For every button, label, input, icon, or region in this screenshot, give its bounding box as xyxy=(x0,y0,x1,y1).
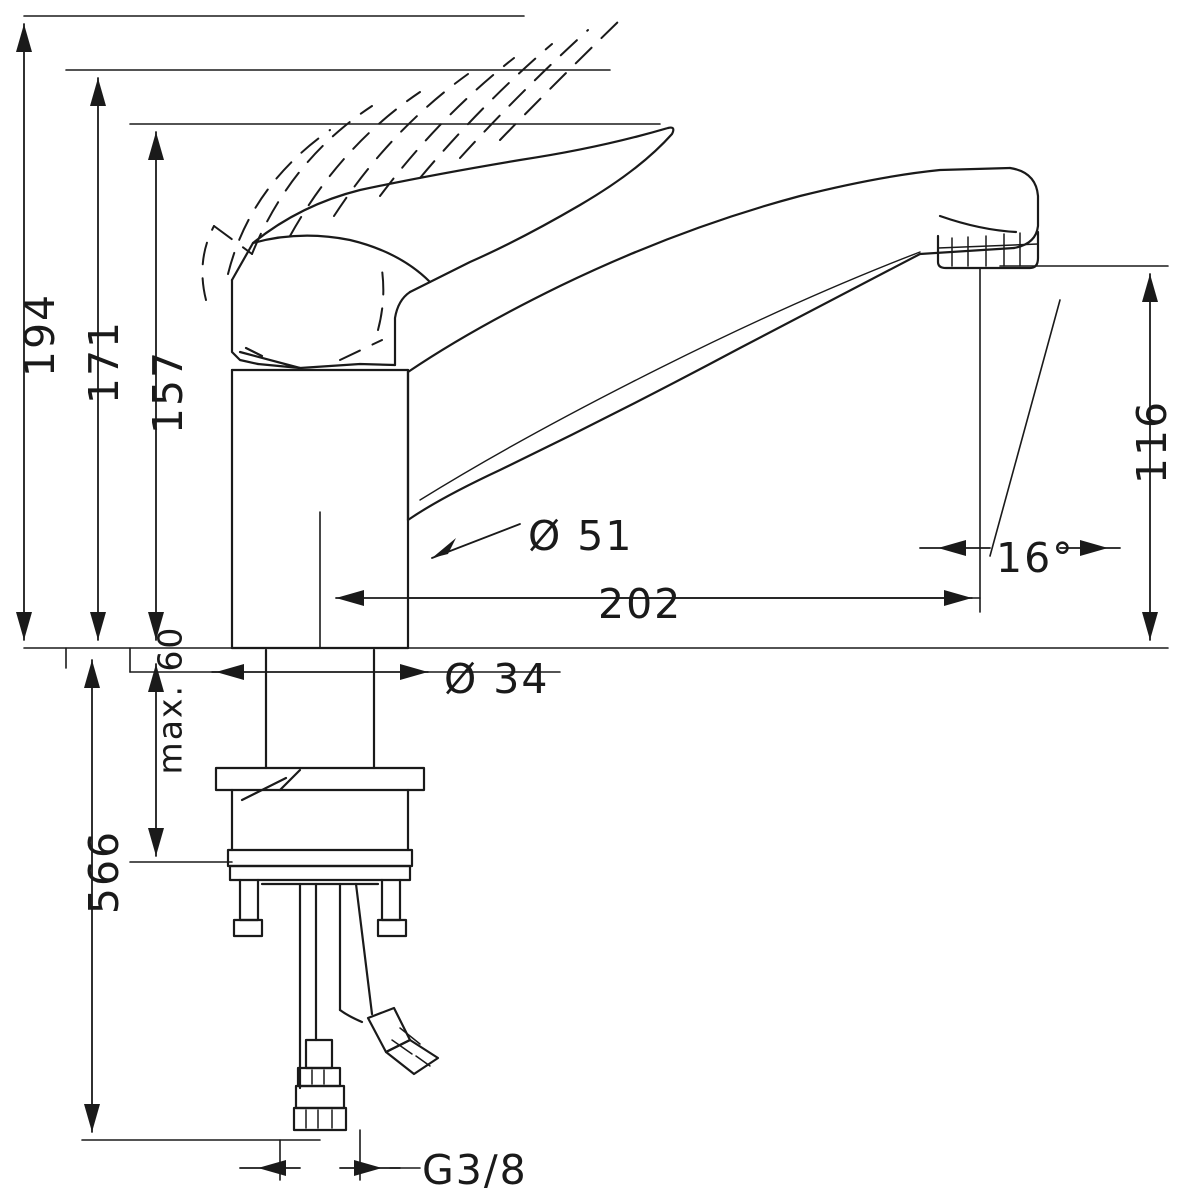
dimension-label-thread-g38: G3/8 xyxy=(422,1146,528,1194)
dimension-label-171: 171 xyxy=(80,319,128,405)
dimension-label-116: 116 xyxy=(1128,399,1176,485)
dimension-label-angle-16: 16° xyxy=(996,534,1075,582)
arrowheads xyxy=(16,24,1158,1176)
dimension-label-566: 566 xyxy=(80,829,128,915)
dimension-label-diameter-51: Ø 51 xyxy=(528,512,634,560)
dimension-label-157: 157 xyxy=(144,349,192,435)
dimension-label-diameter-34: Ø 34 xyxy=(444,655,550,703)
faucet-outline xyxy=(201,17,1040,650)
dimension-lines xyxy=(23,23,1151,1169)
dimension-label-max-60: max. 60 xyxy=(150,625,190,775)
faucet-shank-assembly xyxy=(214,648,440,1132)
dimension-label-202: 202 xyxy=(598,580,683,628)
dimension-label-194: 194 xyxy=(16,292,64,378)
